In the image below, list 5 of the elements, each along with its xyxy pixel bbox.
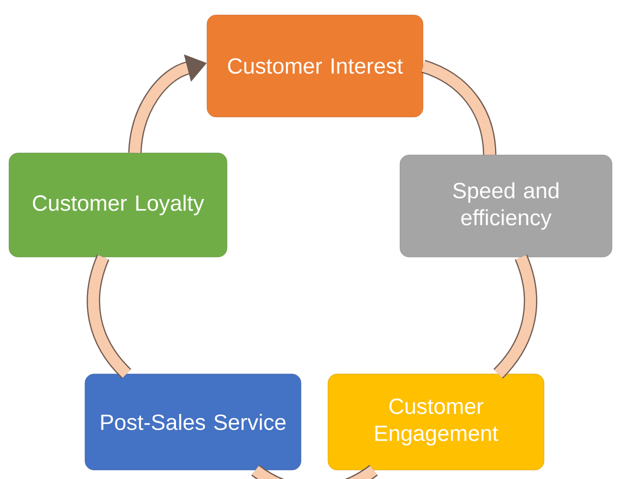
process-box: Post-Sales Service bbox=[84, 374, 302, 470]
process-box: Speed and efficiency bbox=[400, 154, 612, 258]
process-box: Customer Interest bbox=[206, 14, 424, 118]
process-box: Customer Engagement bbox=[328, 374, 544, 470]
process-box: Customer Loyalty bbox=[8, 152, 228, 258]
